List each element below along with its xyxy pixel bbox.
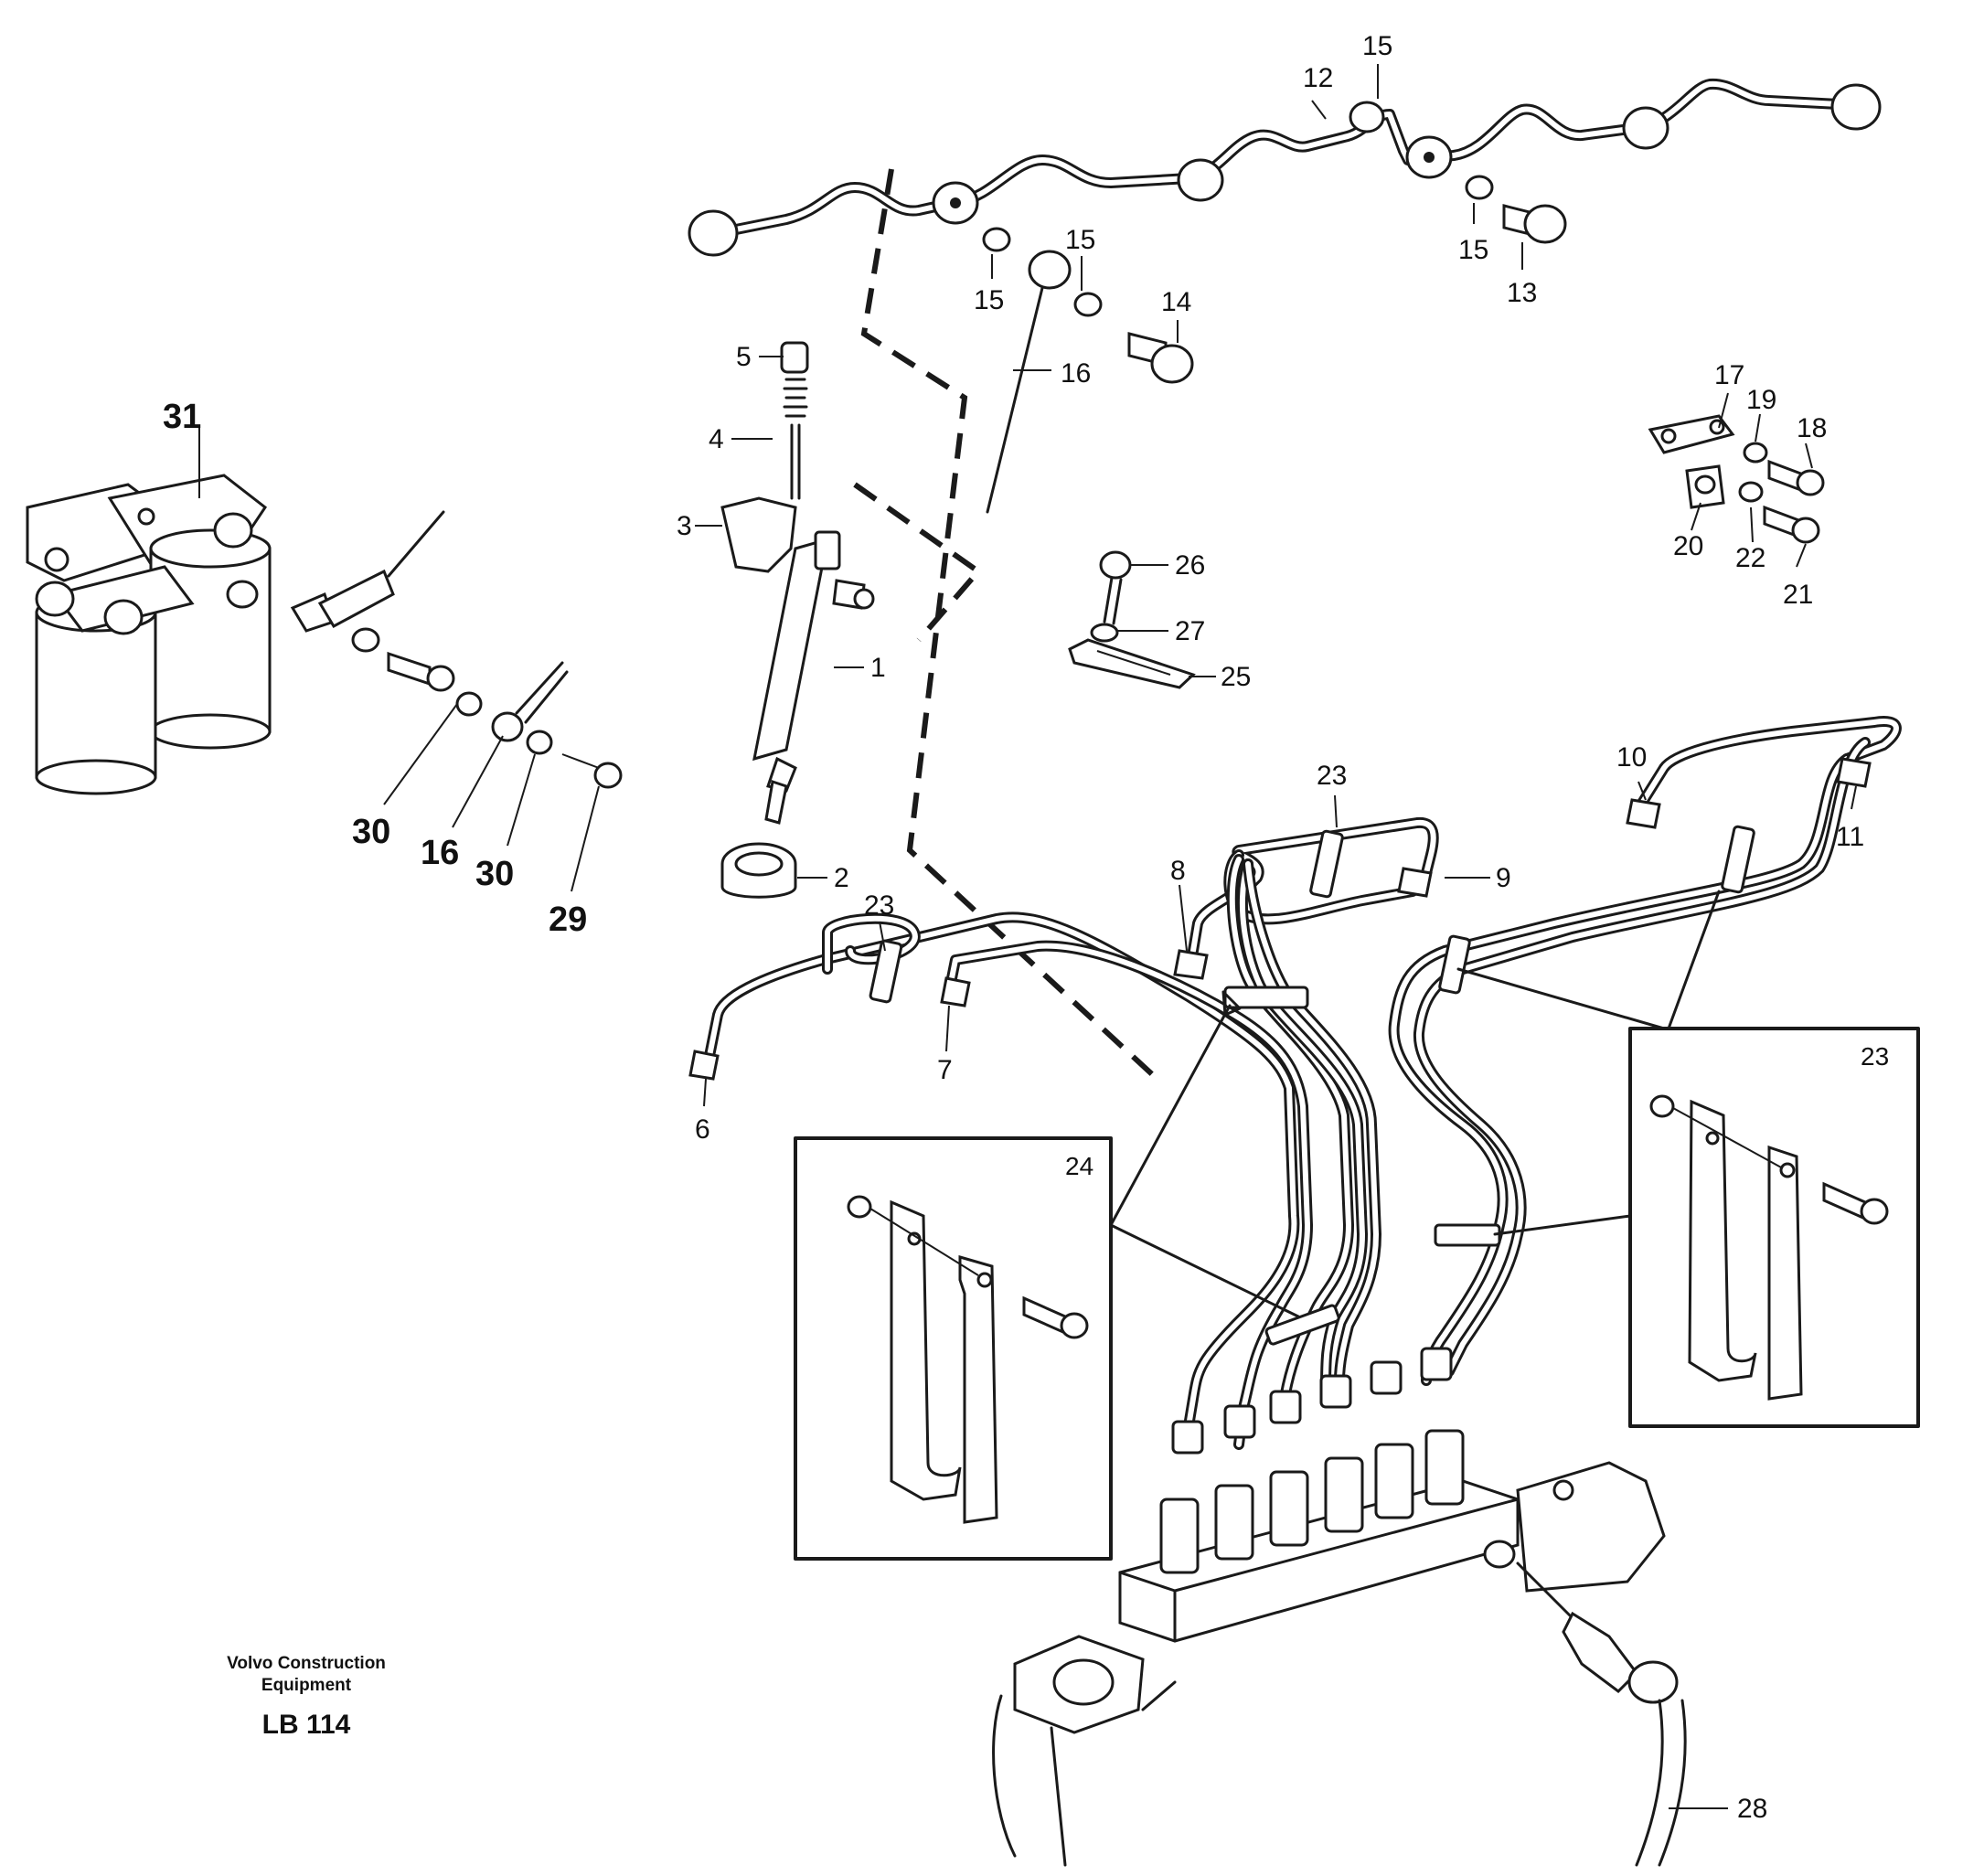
callout-30-left: 30 [352, 813, 390, 851]
inset-24-label: 24 [1065, 1152, 1093, 1180]
callout-labels: 31 15 12 15 15 15 13 14 16 5 4 3 1 2 17 … [163, 31, 1889, 1824]
callout-15-top: 15 [1362, 31, 1392, 61]
fuel-hose-28 [1516, 1562, 1687, 1867]
callout-15-left: 15 [974, 285, 1004, 315]
inset-23-label: 23 [1861, 1042, 1889, 1071]
clamp-set-17-22 [1648, 414, 1825, 544]
inset-24 [794, 1136, 1113, 1561]
callout-13: 13 [1507, 278, 1537, 308]
callout-15-mid: 15 [1065, 225, 1095, 255]
company-name-line2: Equipment [261, 1676, 352, 1695]
callout-6: 6 [695, 1114, 710, 1145]
fuel-filter-31 [26, 474, 623, 795]
injection-pump [992, 1429, 1666, 1867]
injector-assembly [720, 341, 875, 899]
callout-21: 21 [1783, 580, 1813, 610]
callout-12: 12 [1303, 63, 1333, 93]
leak-off-pipe-12 [688, 78, 1882, 257]
callout-10: 10 [1616, 742, 1647, 773]
callout-1: 1 [870, 653, 886, 683]
callout-2: 2 [834, 863, 849, 893]
callout-4: 4 [709, 424, 724, 454]
leader-lines [198, 64, 1857, 1809]
callout-3: 3 [677, 511, 692, 541]
callout-14: 14 [1161, 287, 1191, 317]
pump-elements [1159, 1429, 1465, 1574]
callout-16-upper: 16 [1061, 358, 1091, 389]
callout-8: 8 [1170, 856, 1186, 886]
inset-23 [1628, 1027, 1920, 1428]
washers-and-bolts-top [982, 175, 1567, 514]
callout-17: 17 [1714, 360, 1744, 390]
callout-31: 31 [163, 398, 201, 436]
callout-23-lower: 23 [864, 890, 894, 921]
callout-9: 9 [1496, 863, 1511, 893]
bracket-25-27 [1068, 550, 1196, 689]
callout-28: 28 [1737, 1794, 1767, 1824]
callout-16-lower: 16 [421, 834, 459, 872]
diagram-code: LB 114 [261, 1710, 351, 1740]
callout-27: 27 [1175, 616, 1205, 646]
callout-20: 20 [1673, 531, 1703, 561]
callout-30-right: 30 [475, 855, 514, 893]
injection-pipes [688, 716, 1902, 1455]
inset-arrows [1109, 890, 1721, 1318]
callout-26: 26 [1175, 550, 1205, 581]
callout-19: 19 [1746, 385, 1776, 415]
callout-25: 25 [1221, 662, 1251, 692]
callout-29: 29 [549, 901, 587, 939]
callout-22: 22 [1735, 543, 1765, 573]
document-footer: Volvo Construction Equipment LB 114 [197, 1653, 416, 1741]
callout-11: 11 [1836, 822, 1864, 852]
callout-18: 18 [1797, 413, 1827, 443]
company-name-line1: Volvo Construction [227, 1654, 386, 1673]
callout-5: 5 [736, 342, 752, 372]
callout-7: 7 [937, 1055, 953, 1085]
callout-23-upper: 23 [1317, 761, 1347, 791]
callout-15-right: 15 [1458, 235, 1488, 265]
